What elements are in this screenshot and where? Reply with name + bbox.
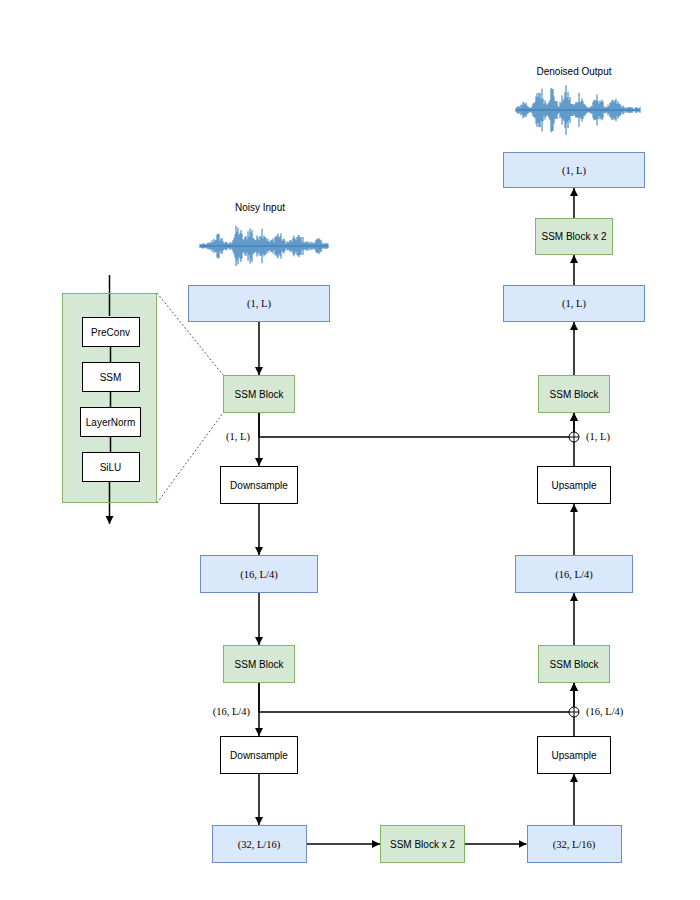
ssm-block: SSM Block x 2 bbox=[380, 825, 465, 863]
flow-arrow bbox=[573, 774, 575, 825]
flow-arrow bbox=[258, 322, 260, 375]
layer-box: SiLU bbox=[82, 452, 140, 482]
tensor-shape-label: (16, L/4) bbox=[211, 706, 252, 719]
resample-box: Downsample bbox=[220, 466, 298, 504]
sum-circle bbox=[569, 432, 579, 442]
node-text: (16, L/4) bbox=[240, 569, 277, 580]
node-text: SSM Block x 2 bbox=[390, 839, 455, 850]
node-text: PreConv bbox=[91, 327, 130, 338]
flow-arrow bbox=[258, 774, 260, 825]
ssm-block: SSM Block x 2 bbox=[535, 218, 612, 255]
flow-arrow bbox=[573, 504, 575, 555]
node-text: (32, L/16) bbox=[238, 839, 281, 850]
sum-circle bbox=[569, 707, 579, 717]
node-text: Downsample bbox=[230, 480, 288, 491]
tensor-shape: (1, L) bbox=[188, 285, 330, 322]
tensor-shape: (1, L) bbox=[503, 285, 645, 322]
node-text: (1, L) bbox=[562, 298, 586, 309]
node-text: SSM bbox=[100, 372, 122, 383]
skip-connection bbox=[259, 683, 574, 712]
node-text: SSM Block x 2 bbox=[541, 231, 606, 242]
node-text: SSM Block bbox=[550, 389, 599, 400]
waveform-axis bbox=[200, 246, 328, 247]
node-text: SiLU bbox=[100, 462, 122, 473]
tensor-shape: (1, L) bbox=[503, 152, 645, 188]
resample-box: Upsample bbox=[537, 466, 611, 504]
flow-arrow bbox=[307, 843, 381, 845]
tensor-shape: (16, L/4) bbox=[515, 555, 633, 593]
node-text: (32, L/16) bbox=[553, 839, 596, 850]
tensor-shape: (32, L/16) bbox=[527, 825, 622, 863]
flow-arrow bbox=[465, 843, 527, 845]
flow-arrow bbox=[573, 255, 575, 285]
signal-caption: Denoised Output bbox=[534, 66, 613, 78]
sans-box: PreConvSSM LayerNormSiLU bbox=[62, 293, 157, 503]
resample-box: Upsample bbox=[537, 736, 611, 774]
node-text: SSM Block bbox=[235, 389, 284, 400]
node-text: SSM Block bbox=[235, 659, 284, 670]
zoom-guide bbox=[157, 413, 223, 503]
sum-symbol bbox=[569, 707, 579, 717]
sum-cross bbox=[574, 432, 575, 442]
ssm-block: SSM Block bbox=[223, 375, 295, 413]
flow-arrow bbox=[573, 593, 575, 645]
tensor-shape-label: (1, L) bbox=[584, 431, 612, 444]
flow-arrow bbox=[258, 593, 260, 645]
flow-arrow bbox=[110, 392, 112, 407]
tensor-shape: (16, L/4) bbox=[200, 555, 318, 593]
tensor-shape: (32, L/16) bbox=[212, 825, 307, 863]
node-text: (16, L/4) bbox=[555, 569, 592, 580]
tensor-shape-label: (16, L/4) bbox=[584, 706, 625, 719]
flow-line bbox=[109, 275, 111, 316]
flow-arrow bbox=[573, 322, 575, 375]
layer-box: LayerNorm bbox=[80, 407, 141, 437]
skip-connection bbox=[259, 413, 574, 437]
node-text: (1, L) bbox=[247, 298, 271, 309]
sum-cross bbox=[574, 707, 575, 717]
node-text: Upsample bbox=[551, 480, 596, 491]
inset-background bbox=[62, 293, 157, 503]
signal-caption: Noisy Input bbox=[233, 202, 287, 214]
node-text: LayerNorm bbox=[86, 417, 135, 428]
node-text: (1, L) bbox=[562, 165, 586, 176]
flow-arrow bbox=[573, 188, 575, 218]
node-text: Downsample bbox=[230, 750, 288, 761]
waveform-axis bbox=[516, 110, 640, 111]
tensor-shape-label: (1, L) bbox=[224, 431, 252, 444]
ssm-block: SSM Block bbox=[223, 645, 295, 683]
ssm-block: SSM Block bbox=[538, 645, 610, 683]
ssm-block: SSM Block bbox=[538, 375, 610, 413]
node-text: SSM Block bbox=[550, 659, 599, 670]
node-text: Upsample bbox=[551, 750, 596, 761]
layer-box: PreConv bbox=[82, 317, 140, 347]
sum-symbol bbox=[569, 432, 579, 442]
flow-arrow bbox=[110, 437, 112, 452]
flow-arrow bbox=[258, 504, 260, 555]
layer-box: SSM bbox=[82, 362, 140, 392]
flow-arrow bbox=[110, 347, 112, 362]
resample-box: Downsample bbox=[220, 736, 298, 774]
